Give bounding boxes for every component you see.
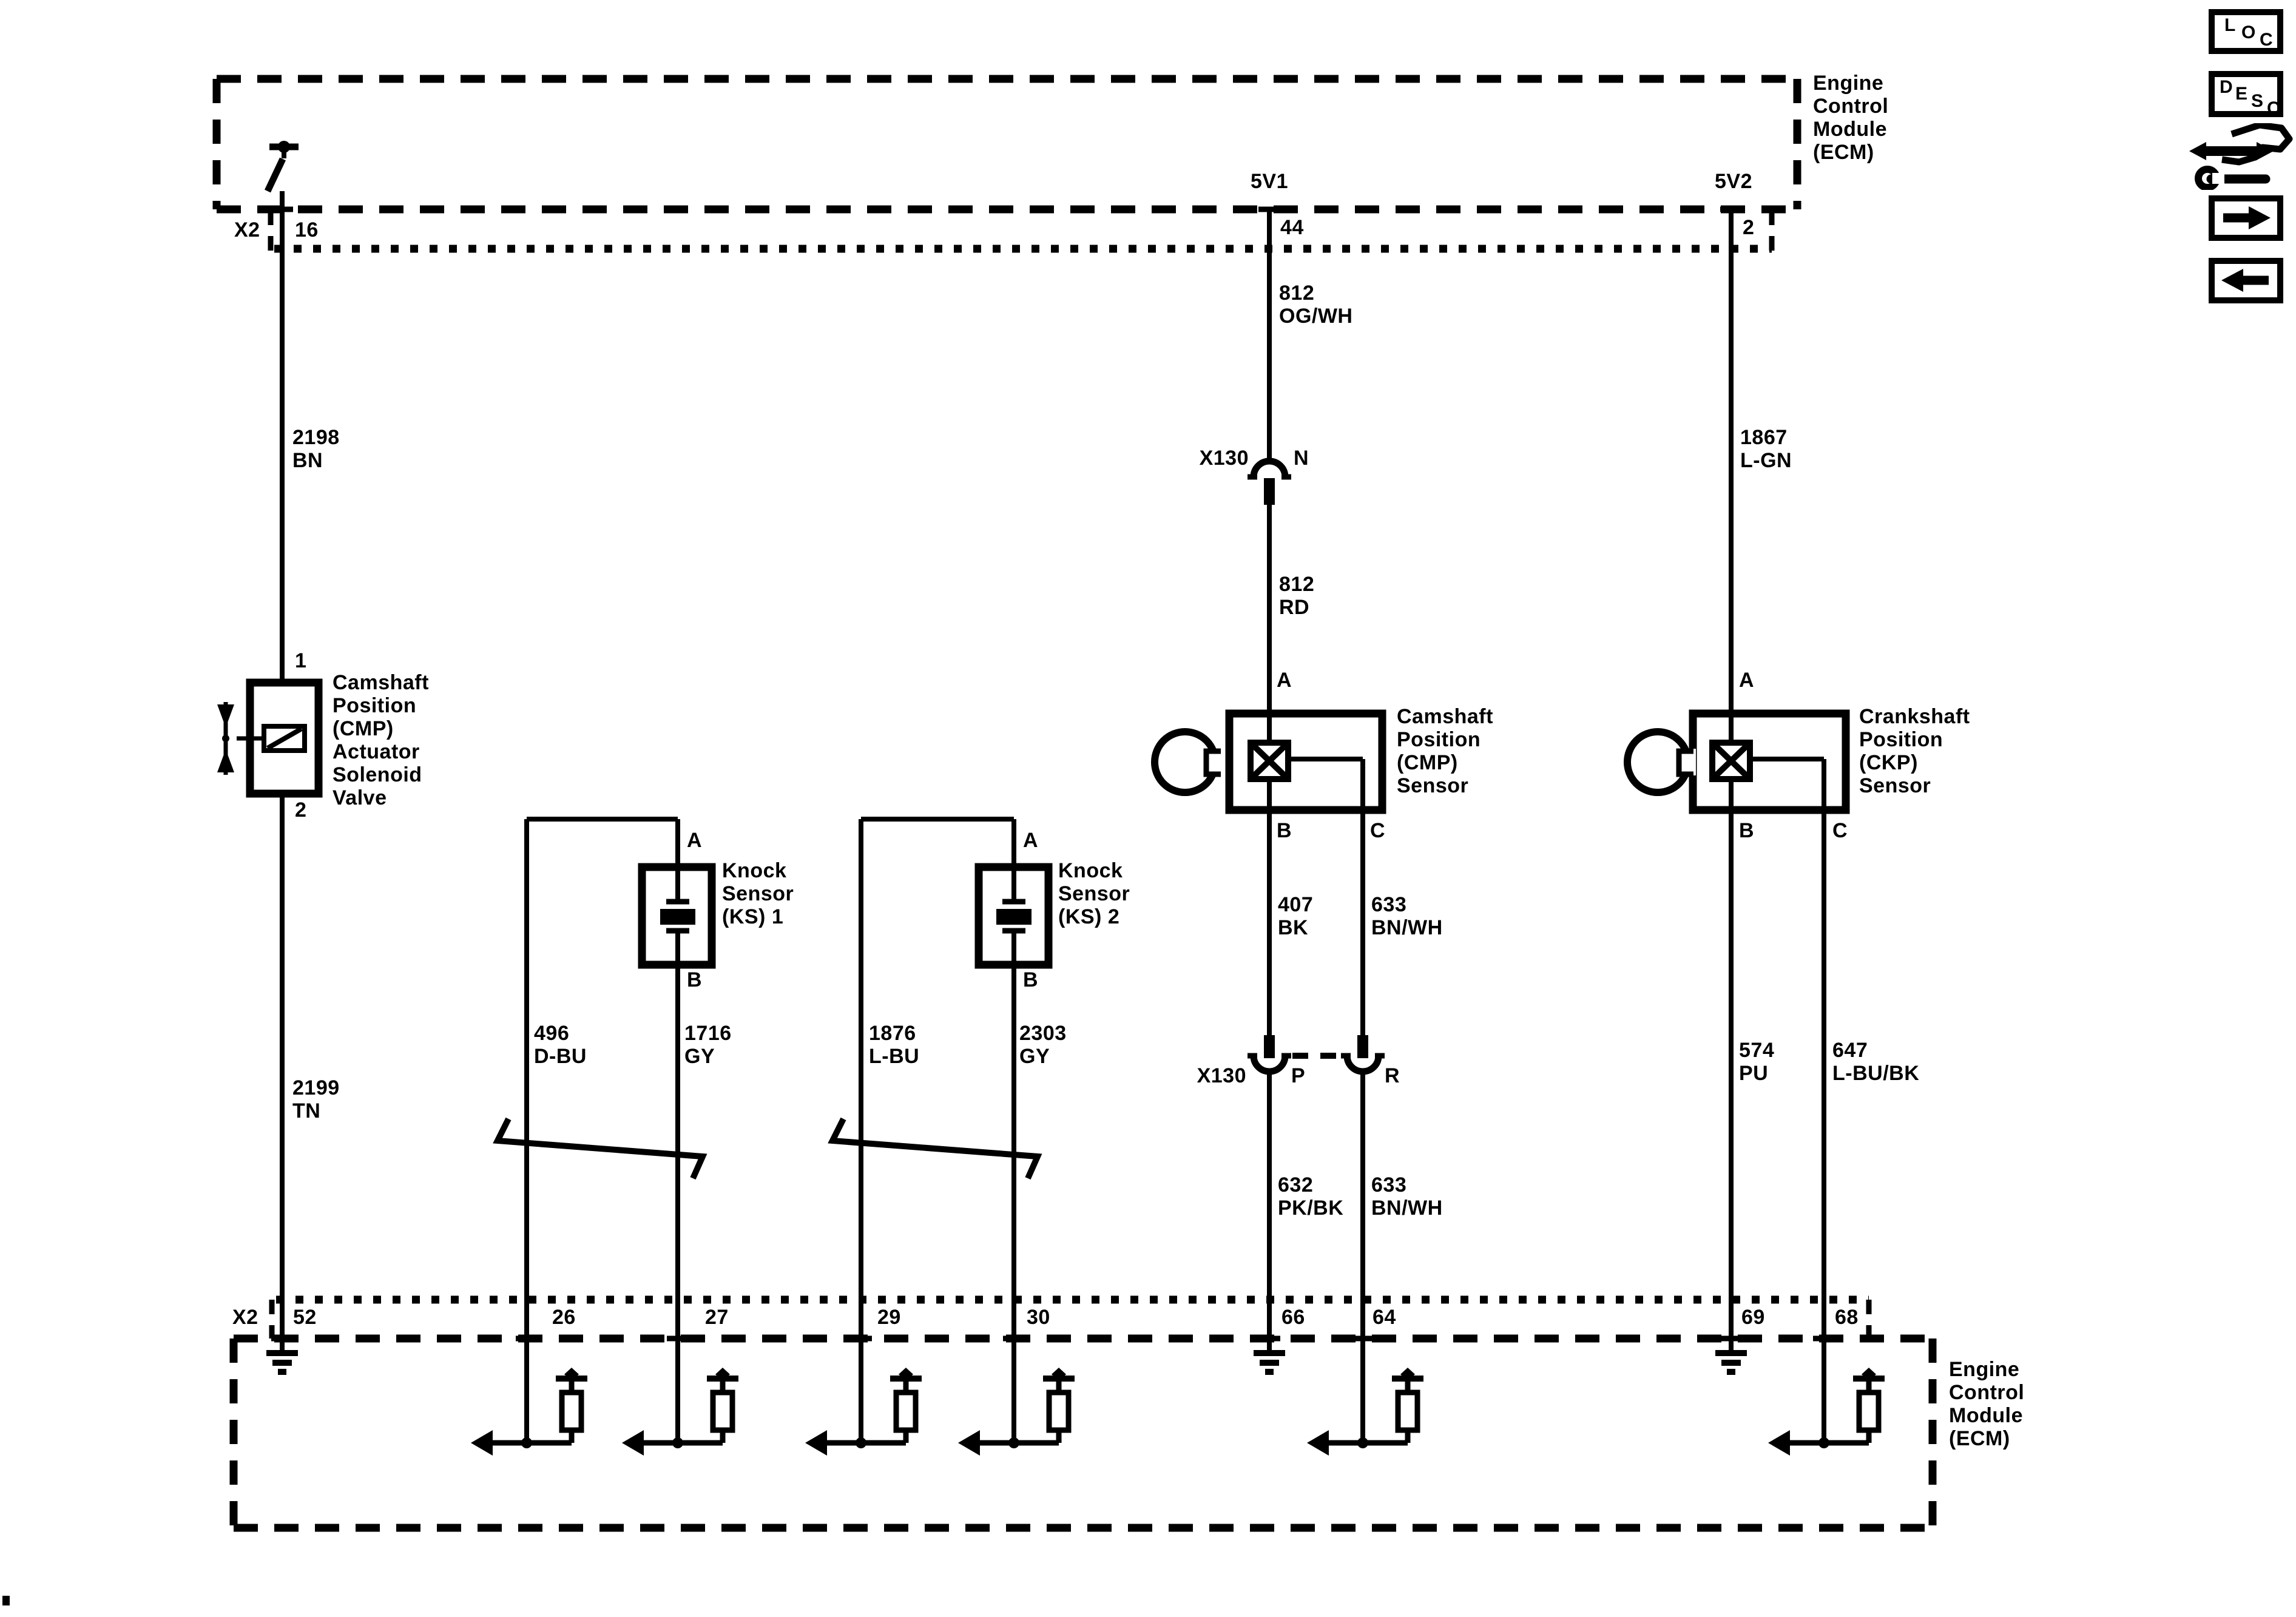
connector-notches: [268, 211, 1872, 1338]
ks1-pin-a-label: A: [687, 829, 703, 852]
page-corner-mark: [2, 1596, 10, 1605]
cmp-pin-b-label: B: [1277, 819, 1292, 842]
right-arrow-icon: [2223, 206, 2271, 229]
ecm-top-box: [212, 75, 1801, 214]
pin-27-label: 27: [705, 1306, 729, 1329]
cmp-sensor-symbol: [1151, 709, 1386, 814]
pin-69-label: 69: [1741, 1306, 1765, 1329]
left-arrow-icon: [2221, 269, 2269, 292]
desc-button[interactable]: D E S C: [2209, 71, 2283, 118]
wire-632-pkbk-label: 632 PK/BK: [1278, 1173, 1344, 1220]
cmp-sensor-label: Camshaft Position (CMP) Sensor: [1397, 705, 1493, 797]
adjust-hand-wrench-icon[interactable]: [2189, 123, 2296, 190]
cmp-valve-label: Camshaft Position (CMP) Actuator Solenoi…: [333, 671, 429, 809]
x130-n-connector-icon: [1248, 457, 1291, 505]
pin-64-label: 64: [1373, 1306, 1396, 1329]
next-arrow-button[interactable]: [2209, 195, 2283, 241]
wire-647-lbubk-label: 647 L-BU/BK: [1832, 1039, 1920, 1085]
ks1-pin-b-label: B: [687, 968, 703, 991]
pin-29-label: 29: [877, 1306, 901, 1329]
pin-2-label: 2: [1743, 216, 1755, 239]
ground-icons: [266, 1350, 1747, 1375]
pin-ticks: [271, 206, 1835, 1342]
pin-68-label: 68: [1835, 1306, 1859, 1329]
twisted-pair-icons: [493, 1117, 1042, 1180]
pin-52-label: 52: [293, 1306, 317, 1329]
connector-dotted-rows: [274, 245, 1869, 1304]
ecm-bottom-box: [229, 1334, 1937, 1532]
ks1-label: Knock Sensor (KS) 1: [722, 859, 794, 928]
pin-26-label: 26: [552, 1306, 576, 1329]
x2-bottom-label: X2: [232, 1306, 258, 1329]
wire-lines: [280, 191, 1826, 1443]
x130-pin-n-label: N: [1294, 447, 1309, 470]
cmp-pin-a-label: A: [1277, 669, 1292, 692]
desc-button-letters: D E S C: [2215, 77, 2280, 118]
wire-574-pu-label: 574 PU: [1739, 1039, 1775, 1085]
ckp-sensor-symbol: [1624, 709, 1850, 814]
desc-letter-c: C: [2267, 98, 2280, 118]
ckp-pin-a-label: A: [1739, 669, 1755, 692]
wire-1876-lbu-label: 1876 L-BU: [869, 1022, 920, 1068]
ks2-label: Knock Sensor (KS) 2: [1058, 859, 1130, 928]
ckp-pin-b-label: B: [1739, 819, 1755, 842]
ecm-5v2-label: 5V2: [1715, 170, 1752, 193]
loc-letter-o: O: [2241, 22, 2256, 42]
pin-66-label: 66: [1281, 1306, 1305, 1329]
wire-812-ogwh-label: 812 OG/WH: [1279, 282, 1353, 328]
loc-letter-l: L: [2224, 15, 2236, 35]
loc-button[interactable]: L O C: [2209, 9, 2283, 54]
ecm-5v1-label: 5V1: [1251, 170, 1288, 193]
ckp-sensor-label: Crankshaft Position (CKP) Sensor: [1859, 705, 1970, 797]
knock-sensor-1-symbol: [638, 863, 716, 969]
back-arrow-button[interactable]: [2209, 258, 2283, 303]
wire-812-rd-label: 812 RD: [1279, 573, 1315, 619]
x130-pr-label: X130: [1197, 1064, 1246, 1087]
desc-letter-s: S: [2251, 91, 2264, 111]
ks2-pin-a-label: A: [1023, 829, 1039, 852]
wire-2199-tn-label: 2199 TN: [292, 1076, 340, 1122]
wire-633-bnwh-upper-label: 633 BN/WH: [1371, 893, 1443, 939]
wire-2303-gy-label: 2303 GY: [1019, 1022, 1067, 1068]
wire-1867-lgn-label: 1867 L-GN: [1740, 426, 1792, 472]
valve-pin-1-label: 1: [295, 649, 307, 672]
wire-2198-bn-label: 2198 BN: [292, 426, 340, 472]
cmp-actuator-valve-symbol: [217, 678, 323, 798]
loc-letter-c: C: [2260, 30, 2273, 50]
ecm-driver-switch-icon: [265, 141, 299, 193]
cmp-pin-c-label: C: [1370, 819, 1386, 842]
ecm-top-label: Engine Control Module (ECM): [1813, 72, 1889, 164]
x130-n-label: X130: [1199, 447, 1249, 470]
wire-496-dbu-label: 496 D-BU: [534, 1022, 587, 1068]
knock-sensor-2-symbol: [974, 863, 1053, 969]
ckp-pin-c-label: C: [1832, 819, 1848, 842]
ecm-internal-resistor-units: [471, 1368, 1885, 1456]
x2-top-label: X2: [234, 218, 260, 241]
pin-44-label: 44: [1280, 216, 1304, 239]
ks2-pin-b-label: B: [1023, 968, 1039, 991]
desc-letter-e: E: [2235, 84, 2248, 104]
ecm-bottom-label: Engine Control Module (ECM): [1949, 1358, 2025, 1450]
x130-pr-connector-icon: [1248, 1035, 1385, 1075]
wire-1716-gy-label: 1716 GY: [684, 1022, 732, 1068]
pin-30-label: 30: [1027, 1306, 1050, 1329]
wire-633-bnwh-lower-label: 633 BN/WH: [1371, 1173, 1443, 1220]
x130-pin-r-label: R: [1385, 1064, 1400, 1087]
valve-pin-2-label: 2: [295, 798, 307, 822]
pin-16-label: 16: [295, 218, 319, 241]
wire-407-bk-label: 407 BK: [1278, 893, 1314, 939]
desc-letter-d: D: [2220, 77, 2233, 97]
loc-button-letters: L O C: [2215, 15, 2277, 50]
x130-pin-p-label: P: [1291, 1064, 1306, 1087]
